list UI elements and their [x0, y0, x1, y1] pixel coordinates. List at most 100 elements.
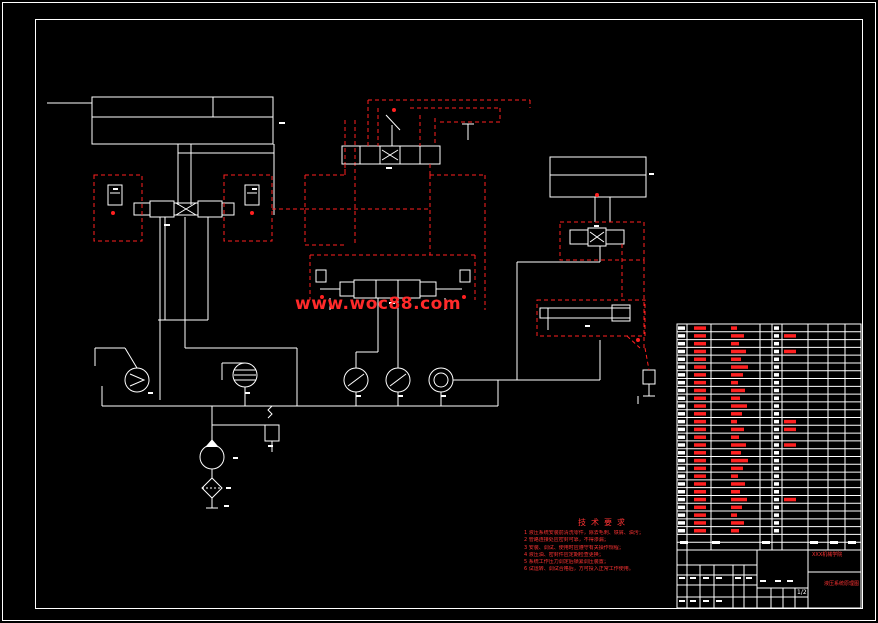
parts-number-mark [678, 357, 685, 362]
parts-qty-mark [774, 474, 779, 478]
parts-name-mark [731, 388, 745, 393]
parts-number-mark [678, 419, 685, 424]
parts-qty-mark [774, 349, 779, 354]
parts-number-mark [678, 451, 685, 455]
parts-qty-mark [774, 380, 779, 385]
right-circuit [516, 156, 656, 404]
parts-number-mark [678, 341, 685, 346]
parts-qty-mark [774, 419, 779, 424]
marker-number-ticks [113, 122, 654, 507]
title-block-sheet: 1/2 [797, 589, 807, 596]
top-pilot-lines [344, 99, 531, 175]
parts-code-mark [694, 489, 706, 494]
parts-name-mark [731, 474, 738, 478]
parts-number-mark [678, 435, 685, 439]
parts-name-mark [731, 373, 743, 377]
parts-header-mark [680, 541, 688, 544]
parts-number-mark [678, 388, 685, 393]
parts-name-mark [731, 497, 747, 502]
title-block-mark [760, 580, 766, 582]
title-block-mark [690, 577, 696, 579]
parts-name-mark [731, 427, 744, 432]
requirement-line: 3 安装、调试、使用时应遵守有关操作规程； [524, 544, 624, 551]
parts-name-mark [731, 341, 739, 346]
parts-header-mark [712, 541, 720, 544]
parts-header-mark [810, 541, 818, 544]
title-block-mark [716, 600, 722, 602]
requirement-line: 1 液压系统安装前清洗零件，除去毛刺、铁屑、油污； [524, 530, 644, 536]
parts-code-mark [694, 458, 706, 463]
parts-qty-mark [774, 489, 779, 494]
parts-code-mark [694, 427, 706, 432]
title-block-mark [746, 577, 752, 579]
parts-name-mark [731, 380, 738, 385]
parts-name-mark [731, 451, 741, 455]
main-pump-3 [199, 444, 225, 470]
parts-number-mark [678, 380, 685, 385]
title-block-drawing-name: 液压系统原理图 [824, 581, 860, 587]
title-block-mark [690, 600, 696, 602]
left-circuit [47, 96, 498, 509]
parts-code-mark [694, 435, 706, 439]
technical-requirements-title: 技术要求 [578, 518, 630, 527]
pump-1 [428, 367, 454, 393]
cylinder-15 [539, 307, 631, 319]
valve-12 [642, 369, 656, 385]
title-block-mark [679, 577, 685, 579]
requirement-line: 6 试运转、调试合格后，方可投入正常工作使用。 [524, 566, 634, 573]
parts-number-mark [678, 466, 685, 471]
parts-code-mark [694, 326, 706, 330]
parts-number-mark [678, 349, 685, 354]
parts-qty-mark [774, 373, 779, 377]
cylinder-24 [549, 156, 647, 198]
parts-qty-mark [774, 528, 779, 533]
parts-qty-mark [774, 357, 779, 362]
parts-qty-mark [774, 435, 779, 439]
parts-qty-mark [774, 443, 779, 447]
requirement-line: 5 系统工作压力调定后锁紧调压装置； [524, 559, 609, 566]
title-block-mark [703, 600, 709, 602]
parts-name-mark [731, 396, 740, 400]
parts-code-mark [694, 528, 706, 533]
parts-remark-mark [784, 497, 796, 502]
parts-qty-mark [774, 466, 779, 471]
parts-qty-mark [774, 451, 779, 455]
parts-qty-mark [774, 404, 779, 408]
parts-qty-mark [774, 326, 779, 330]
parts-name-mark [731, 443, 746, 447]
inner-frame [35, 19, 863, 609]
parts-code-mark [694, 396, 706, 400]
parts-code-mark [694, 357, 706, 362]
parts-remark-mark [784, 443, 796, 447]
parts-code-mark [694, 466, 706, 471]
title-block-mark [787, 580, 793, 582]
relief-valve-4 [264, 424, 280, 442]
requirement-line: 2 管路连接处应密封可靠，不得渗漏； [524, 537, 609, 544]
title-block-marks [679, 577, 793, 602]
parts-code-mark [694, 365, 706, 369]
cylinder-25 [91, 96, 274, 145]
parts-code-mark [694, 513, 706, 517]
parts-code-mark [694, 388, 706, 393]
parts-name-mark [731, 326, 737, 330]
parts-name-mark [731, 404, 747, 408]
parts-name-mark [731, 357, 741, 362]
parts-number-mark [678, 505, 685, 510]
valve-16 [315, 269, 471, 368]
parts-code-mark [694, 521, 706, 525]
parts-code-mark [694, 349, 706, 354]
parts-number-mark [678, 521, 685, 525]
requirement-line: 4 液压油、密封件应定期检查更换； [524, 551, 604, 558]
parts-number-mark [678, 326, 685, 330]
parts-number-mark [678, 334, 685, 338]
parts-name-mark [731, 521, 744, 525]
title-block-mark [703, 577, 709, 579]
parts-qty-mark [774, 412, 779, 416]
parts-number-mark [678, 482, 685, 486]
right-pilot-lines [536, 221, 650, 371]
parts-header-mark [762, 541, 770, 544]
parts-number-mark [678, 427, 685, 432]
parts-code-mark [694, 419, 706, 424]
parts-name-mark [731, 466, 743, 471]
